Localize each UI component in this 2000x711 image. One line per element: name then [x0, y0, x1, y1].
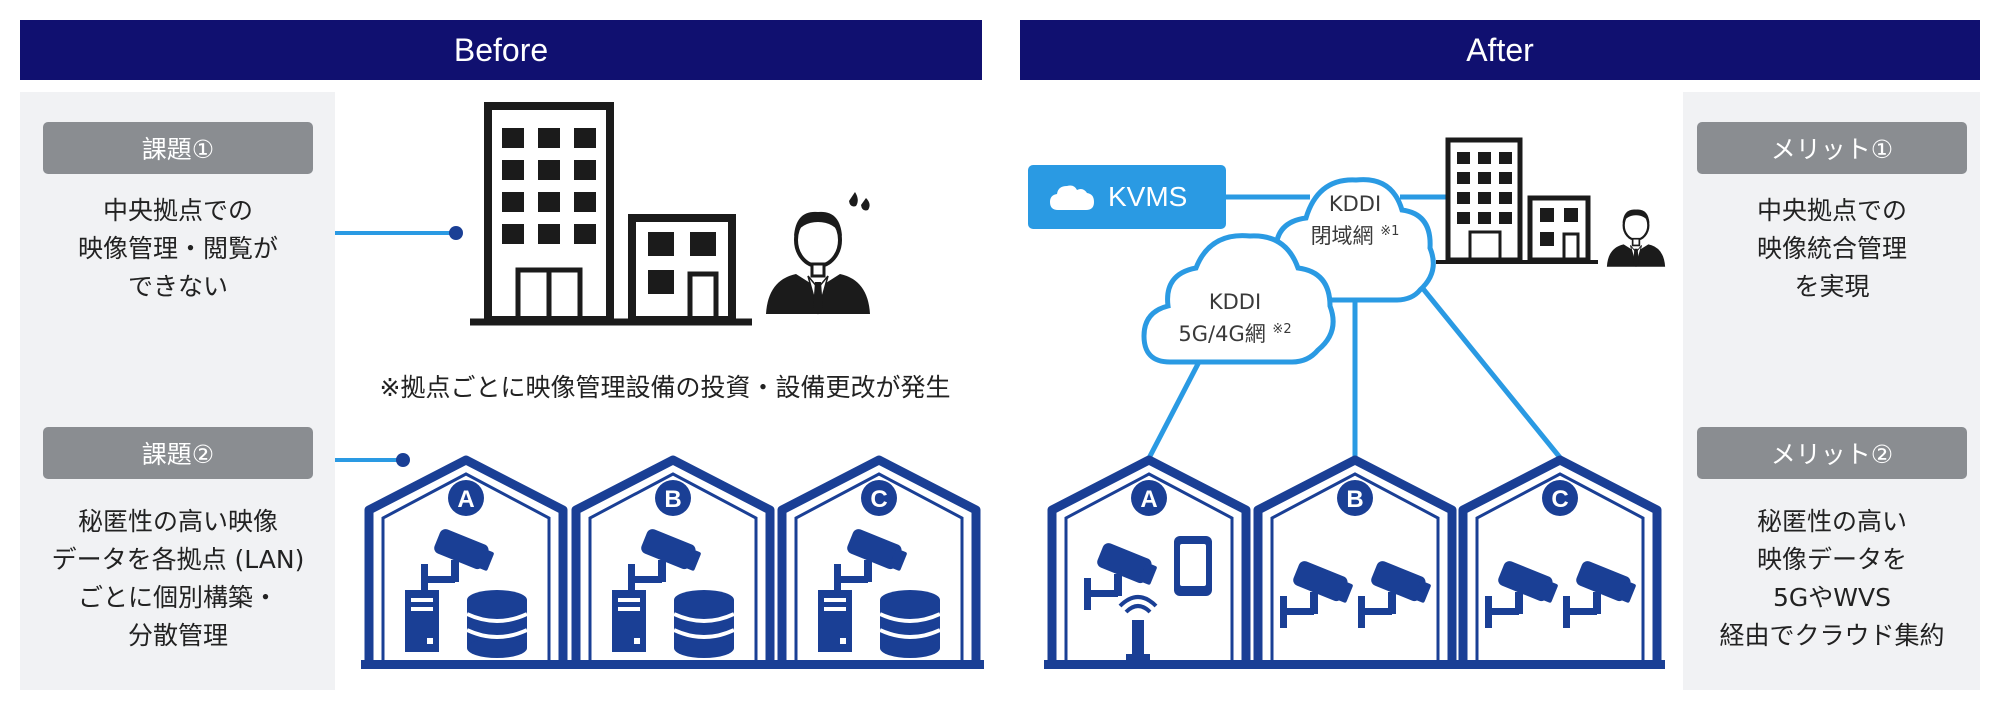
camera-icon — [1563, 559, 1637, 628]
kvms-box: KVMS — [1028, 165, 1226, 229]
issue1-tag: 課題① — [43, 122, 313, 174]
merit1-label: メリット① — [1770, 135, 1894, 164]
connector-issue2 — [335, 453, 410, 467]
before-site-c: C — [774, 460, 984, 669]
person-after-icon — [1605, 208, 1667, 268]
merit1-tag: メリット① — [1697, 122, 1967, 174]
server-icon — [818, 590, 852, 652]
site-marker-c — [1542, 480, 1578, 516]
issue2-line: ごとに個別構築・ — [77, 583, 278, 612]
before-site-a: A — [361, 460, 571, 669]
camera-icon — [1280, 559, 1354, 628]
merit2-line: 5GやWVS — [1773, 583, 1891, 612]
issue1-line: できない — [127, 272, 228, 301]
mobile-network-footnote: ※2 — [1272, 322, 1292, 337]
site-letter: C — [870, 486, 887, 513]
merit2-description: 秘匿性の高い 映像データを 5GやWVS 経由でクラウド集約 — [1667, 503, 1997, 655]
site-marker-b — [655, 480, 691, 516]
connector-issue1 — [335, 226, 463, 240]
camera-icon — [1358, 559, 1432, 628]
database-icon — [672, 588, 736, 660]
closed-network-label: KDDI 閉域網 ※1 — [1300, 190, 1410, 250]
cloud-5g4g-network — [1141, 233, 1336, 365]
kvms-label: KVMS — [1108, 181, 1188, 212]
investment-note: ※拠点ごとに映像管理設備の投資・設備更改が発生 — [379, 373, 951, 402]
database-icon — [878, 588, 942, 660]
merit2-label: メリット② — [1770, 440, 1894, 469]
closed-network-footnote: ※1 — [1380, 224, 1400, 239]
network-lines — [1145, 194, 1564, 462]
site-marker-b — [1337, 480, 1373, 516]
issue2-line: 分散管理 — [127, 621, 228, 650]
camera-icon — [834, 527, 908, 596]
mobile-network-line2: 5G/4G網 ※2 — [1160, 316, 1310, 348]
after-site-b: B — [1250, 460, 1460, 669]
mobile-network-name: 5G/4G網 — [1178, 322, 1266, 346]
merit2-line: 経由でクラウド集約 — [1719, 621, 1945, 650]
issue1-description: 中央拠点での 映像管理・閲覧が できない — [13, 192, 343, 306]
router-icon — [1118, 595, 1158, 662]
closed-network-line2: 閉域網 ※1 — [1300, 218, 1410, 250]
after-site-c: C — [1455, 460, 1665, 669]
mobile-network-line1: KDDI — [1208, 290, 1262, 314]
merit2-line: 映像データを — [1756, 545, 1907, 574]
site-letter: A — [1140, 486, 1157, 513]
hq-buildings-icon — [470, 102, 752, 326]
camera-icon — [628, 527, 702, 596]
troubled-person-icon — [764, 209, 872, 316]
before-header-text: Before — [453, 31, 549, 68]
after-header-text: After — [1466, 31, 1534, 68]
camera-icon — [421, 527, 495, 596]
issue2-description: 秘匿性の高い映像 データを各拠点 (LAN) ごとに個別構築・ 分散管理 — [13, 503, 343, 655]
server-icon — [612, 590, 646, 652]
sweat-drop-icon — [849, 192, 870, 211]
before-site-b: B — [568, 460, 778, 669]
server-icon — [405, 590, 439, 652]
after-header: After — [1020, 20, 1980, 80]
before-header: Before — [20, 20, 982, 80]
cloud-icon — [1050, 184, 1094, 210]
merit1-line: 中央拠点での — [1756, 196, 1907, 225]
before-issues-panel — [20, 92, 335, 690]
after-merits-panel — [1683, 92, 1980, 690]
issue1-line: 中央拠点での — [102, 196, 253, 225]
site-letter: A — [457, 486, 474, 513]
site-marker-a — [448, 480, 484, 516]
issue1-label: 課題① — [141, 135, 215, 164]
issue2-tag: 課題② — [43, 427, 313, 479]
issue2-line: データを各拠点 (LAN) — [51, 545, 305, 574]
hq-buildings-after-icon — [1436, 137, 1598, 264]
after-site-a: A — [1044, 460, 1254, 669]
closed-network-name: 閉域網 — [1310, 224, 1374, 248]
merit1-description: 中央拠点での 映像統合管理 を実現 — [1667, 192, 1997, 306]
database-icon — [465, 588, 529, 660]
site-marker-a — [1131, 480, 1167, 516]
mobile-network-label: KDDI 5G/4G網 ※2 — [1160, 288, 1310, 348]
site-letter: B — [1346, 486, 1363, 513]
merit1-line: 映像統合管理 — [1756, 234, 1907, 263]
camera-icon — [1485, 559, 1559, 628]
merit2-tag: メリット② — [1697, 427, 1967, 479]
merit2-line: 秘匿性の高い — [1756, 507, 1907, 536]
site-letter: C — [1551, 486, 1568, 513]
site-letter: B — [664, 486, 681, 513]
closed-network-line1: KDDI — [1328, 192, 1382, 216]
merit1-line: を実現 — [1794, 272, 1870, 301]
issue2-label: 課題② — [141, 440, 215, 469]
site-marker-c — [861, 480, 897, 516]
issue2-line: 秘匿性の高い映像 — [77, 507, 278, 536]
smartphone-icon — [1174, 536, 1212, 596]
issue1-line: 映像管理・閲覧が — [77, 234, 278, 263]
